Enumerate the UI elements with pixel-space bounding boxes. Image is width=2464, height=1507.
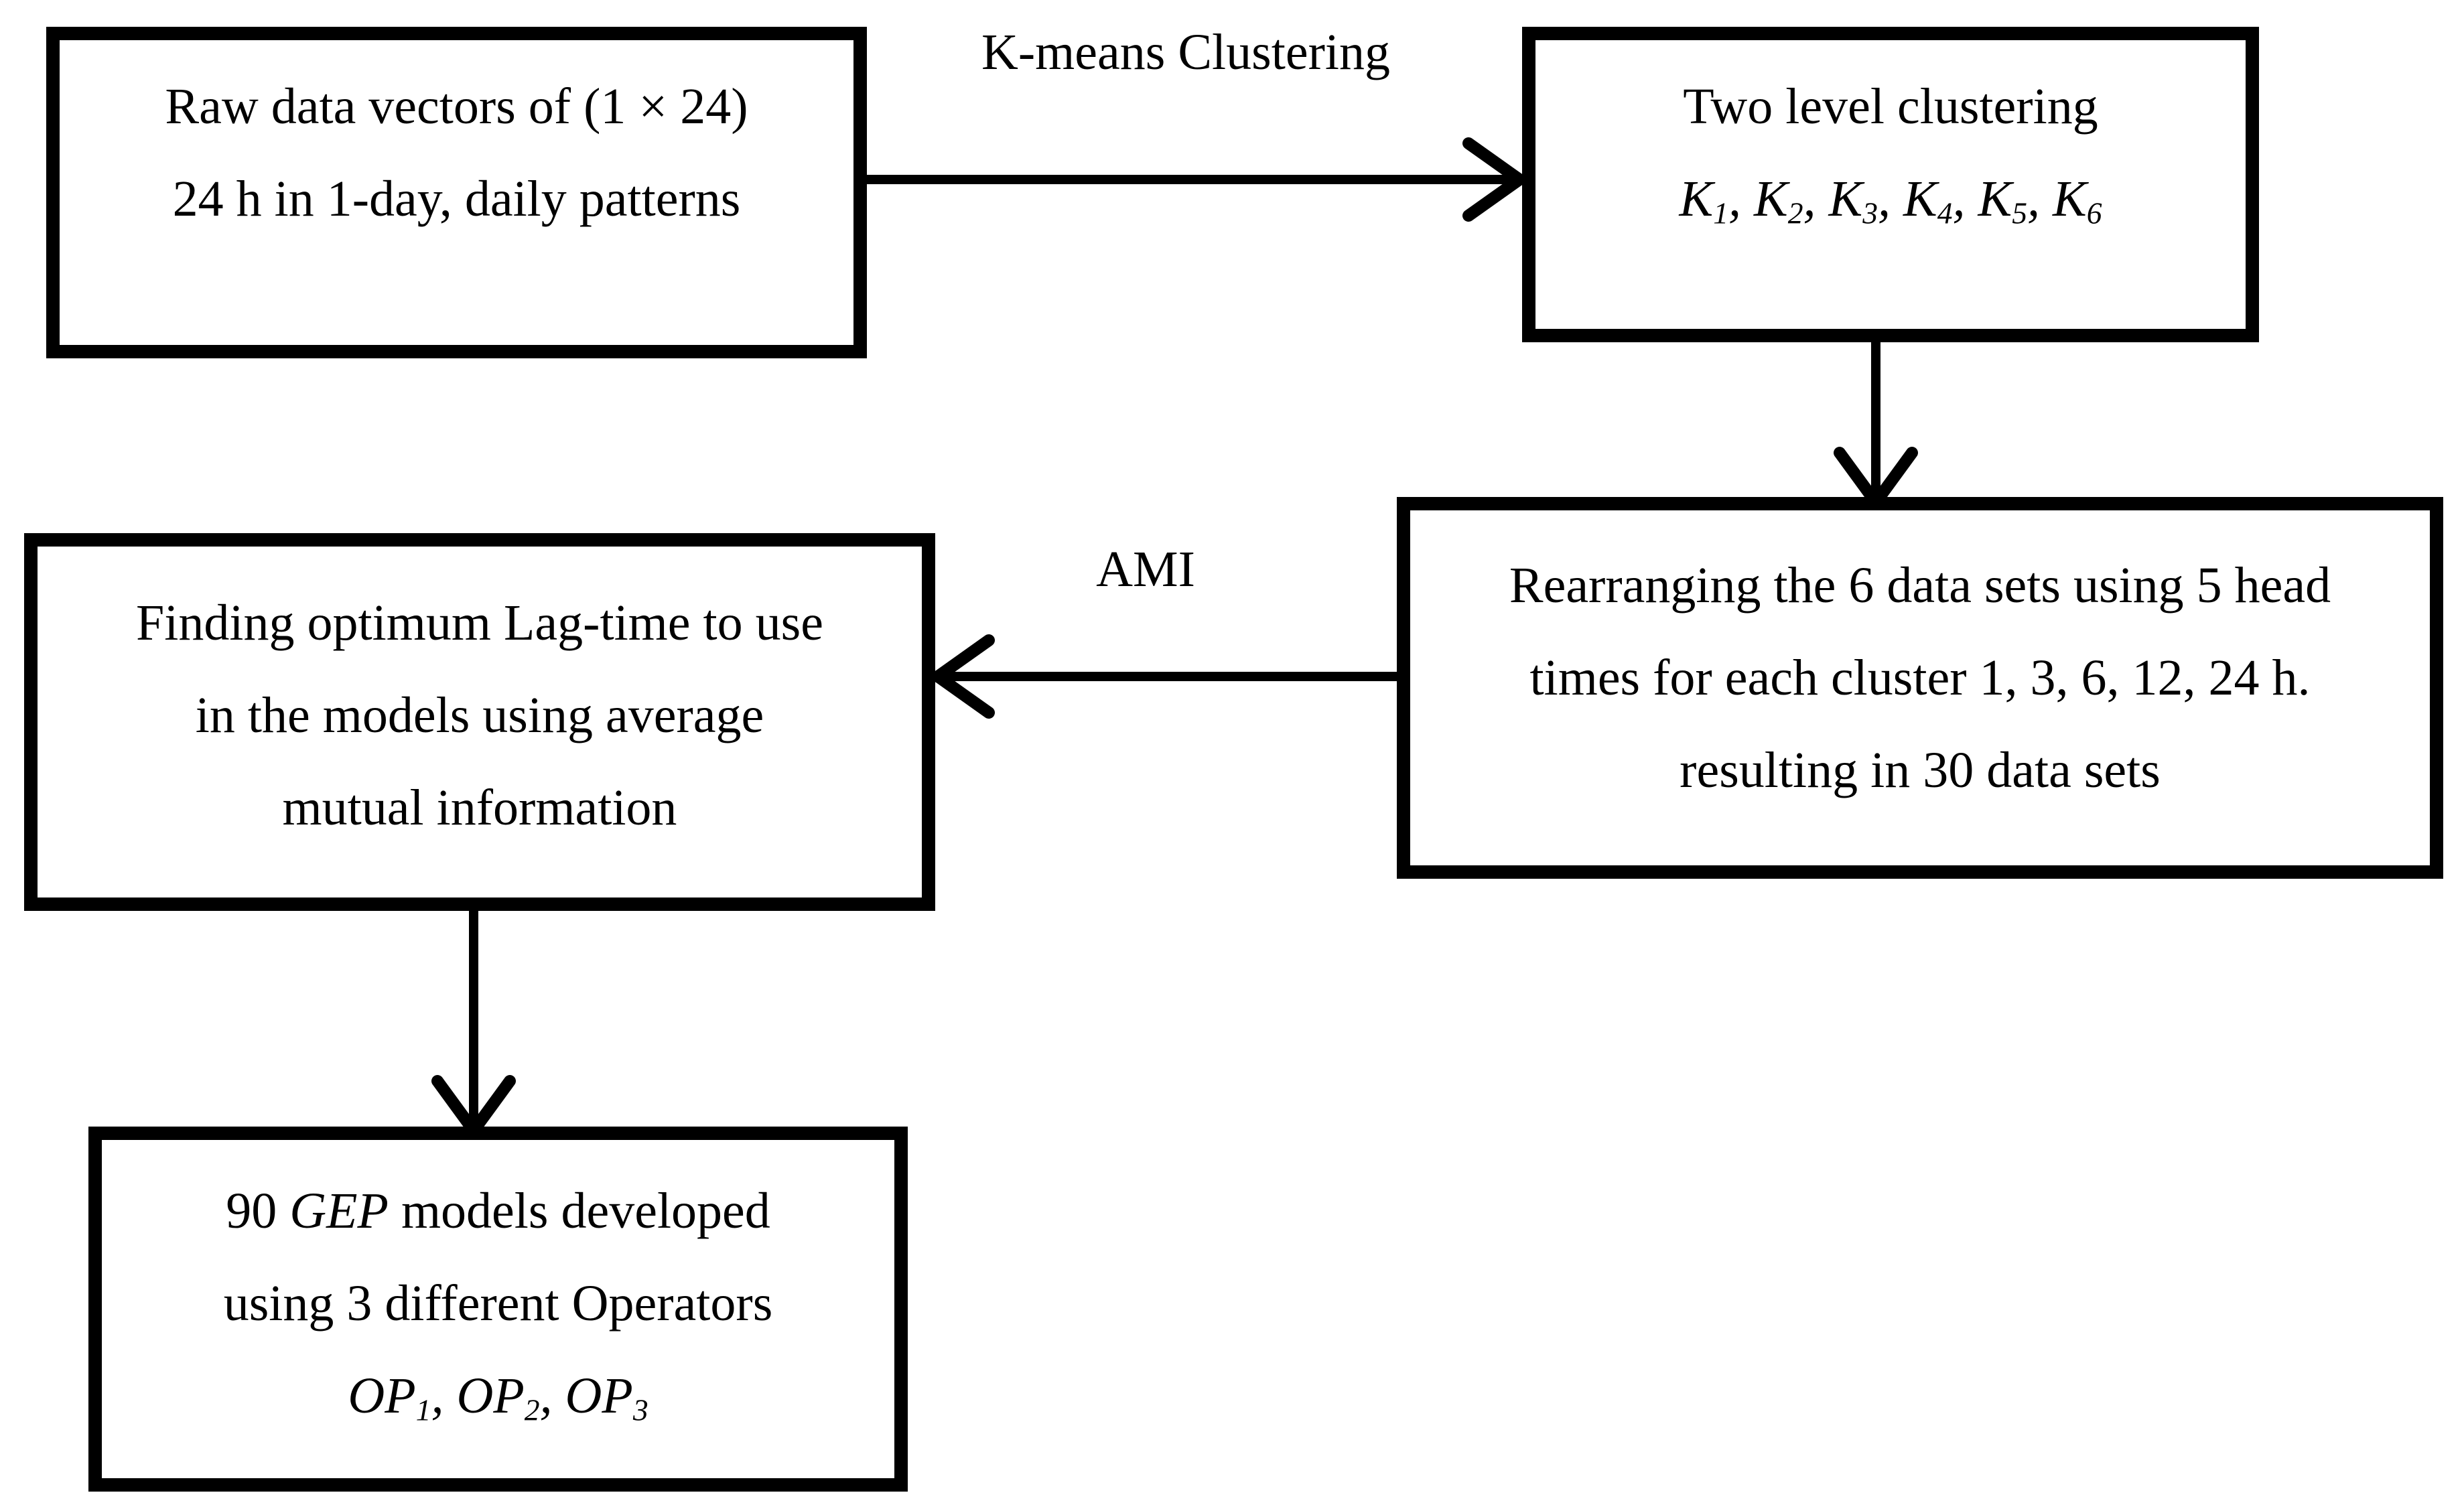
box-two-level-clustering: Two level clustering K1, K2, K3, K4, K5,… bbox=[1522, 27, 2259, 342]
rearranging-line-3: resulting in 30 data sets bbox=[1680, 742, 2161, 798]
box-rearranging-data-sets: Rearranging the 6 data sets using 5 head… bbox=[1397, 497, 2443, 879]
gep-line-1: 90 GEP models developed bbox=[226, 1182, 770, 1239]
arrow-rearranging-to-lagtime bbox=[932, 634, 1401, 719]
gep-operator-list: OP1, OP2, OP3 bbox=[348, 1350, 648, 1442]
cluster-k3: K3, bbox=[1828, 170, 1903, 230]
operator-op1: OP1, bbox=[348, 1367, 457, 1427]
cluster-k1: K1, bbox=[1679, 170, 1754, 230]
arrow-rawdata-to-clustering bbox=[862, 137, 1525, 222]
two-level-cluster-list: K1, K2, K3, K4, K5, K6 bbox=[1680, 153, 2102, 245]
rearranging-line-1: Rearranging the 6 data sets using 5 head bbox=[1509, 557, 2331, 614]
box-raw-data-vectors: Raw data vectors of (1 × 24) 24 h in 1-d… bbox=[46, 27, 867, 358]
cluster-k2: K2, bbox=[1754, 170, 1829, 230]
lag-time-line-2: in the models using average bbox=[195, 687, 764, 743]
operator-op2: OP2, bbox=[456, 1367, 565, 1427]
gep-italic: GEP bbox=[289, 1182, 389, 1239]
operator-op3: OP3 bbox=[565, 1367, 648, 1427]
arrow-clustering-to-rearranging bbox=[1834, 338, 1918, 508]
cluster-k4: K4, bbox=[1903, 170, 1978, 230]
kmeans-clustering-label: K-means Clustering bbox=[981, 24, 1390, 80]
box-finding-optimum-lag-time: Finding optimum Lag-time to use in the m… bbox=[24, 533, 935, 911]
cluster-k5: K5, bbox=[1978, 170, 2053, 230]
lag-time-line-1: Finding optimum Lag-time to use bbox=[136, 595, 823, 651]
arrow-lagtime-to-gep bbox=[431, 906, 516, 1137]
rearranging-line-2: times for each cluster 1, 3, 6, 12, 24 h… bbox=[1529, 650, 2311, 706]
gep-line-2: using 3 different Operators bbox=[223, 1275, 773, 1332]
raw-data-line-1: Raw data vectors of (1 × 24) bbox=[165, 78, 748, 135]
ami-label: AMI bbox=[1096, 541, 1195, 597]
raw-data-line-2: 24 h in 1-day, daily patterns bbox=[172, 170, 741, 227]
lag-time-line-3: mutual information bbox=[282, 780, 677, 836]
box-gep-models-developed: 90 GEP models developed using 3 differen… bbox=[88, 1127, 908, 1492]
cluster-k6: K6 bbox=[2053, 170, 2102, 230]
two-level-line-1: Two level clustering bbox=[1683, 78, 2098, 135]
